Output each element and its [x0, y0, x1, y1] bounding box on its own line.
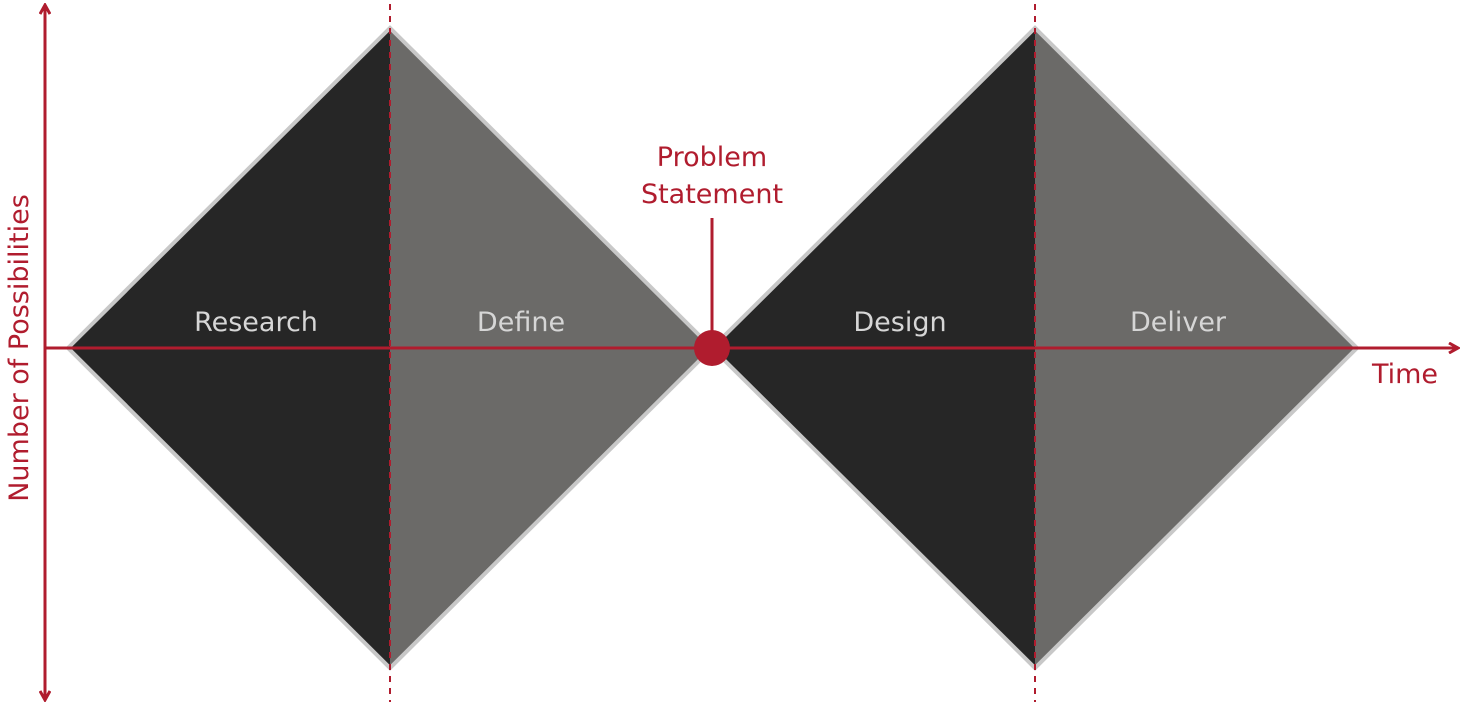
x-axis-label: Time [1371, 359, 1438, 390]
phase-label-research: Research [194, 307, 318, 338]
phase-label-design: Design [853, 307, 946, 338]
y-axis-label: Number of Possibilities [4, 194, 35, 502]
milestone-label-line2: Statement [641, 179, 783, 210]
phase-label-define: Define [477, 307, 565, 338]
phase-label-deliver: Deliver [1130, 307, 1227, 338]
milestone-dot [694, 330, 730, 366]
milestone-label-line1: Problem [657, 142, 767, 173]
